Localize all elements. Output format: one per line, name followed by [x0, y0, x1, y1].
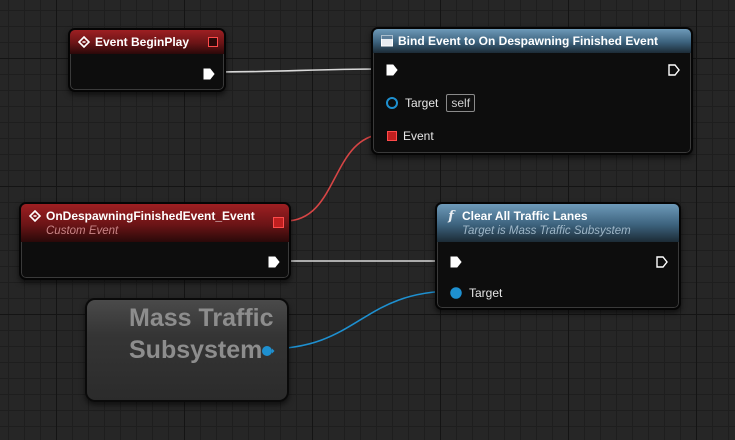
- exec-pin-icon: [203, 68, 215, 80]
- bind-event-title: Bind Event to On Despawning Finished Eve…: [398, 34, 659, 48]
- target-label: Target: [469, 286, 503, 300]
- bind-event-node[interactable]: Bind Event to On Despawning Finished Eve…: [371, 27, 693, 155]
- event-beginplay-title: Event BeginPlay: [95, 35, 190, 49]
- target-input-pin[interactable]: Target self: [385, 94, 476, 112]
- exec-wire-beginplay-to-bind: [211, 68, 386, 73]
- object-wire-subsystem-to-clear: [265, 290, 456, 350]
- delegate-pin-icon: [387, 131, 397, 141]
- exec-pin-icon: [450, 256, 462, 268]
- custom-event-node[interactable]: OnDespawningFinishedEvent_Event Custom E…: [19, 202, 291, 280]
- object-pin-filled-icon: [450, 287, 462, 299]
- event-beginplay-header[interactable]: Event BeginPlay: [70, 30, 224, 54]
- event-delegate-input-pin[interactable]: Event: [387, 129, 434, 143]
- delegate-output-pin[interactable]: [273, 217, 284, 228]
- event-diamond-icon: [78, 36, 90, 48]
- event-beginplay-node[interactable]: Event BeginPlay: [68, 28, 226, 92]
- event-diamond-icon: [29, 210, 41, 222]
- bind-event-header[interactable]: Bind Event to On Despawning Finished Eve…: [373, 29, 691, 53]
- object-output-pin[interactable]: [261, 344, 275, 358]
- clear-all-traffic-lanes-node[interactable]: f Clear All Traffic Lanes Target is Mass…: [435, 202, 681, 310]
- exec-pin-icon: [386, 64, 398, 76]
- clear-lanes-title: Clear All Traffic Lanes: [462, 209, 588, 223]
- mass-traffic-subsystem-node[interactable]: Mass Traffic Subsystem: [85, 298, 289, 402]
- exec-output-pin[interactable]: [667, 63, 681, 77]
- exec-output-pin[interactable]: [267, 255, 281, 269]
- exec-output-pin[interactable]: [655, 255, 669, 269]
- exec-pin-hollow-icon: [668, 64, 680, 76]
- custom-event-title: OnDespawningFinishedEvent_Event: [46, 209, 255, 223]
- object-pin-hollow-icon: [386, 97, 398, 109]
- exec-pin-hollow-icon: [656, 256, 668, 268]
- clear-lanes-header[interactable]: f Clear All Traffic Lanes Target is Mass…: [437, 204, 679, 242]
- delegate-output-pin[interactable]: [208, 37, 218, 47]
- exec-input-pin[interactable]: [449, 255, 463, 269]
- exec-output-pin[interactable]: [202, 67, 216, 81]
- exec-pin-icon: [268, 256, 280, 268]
- target-default-value[interactable]: self: [446, 94, 476, 112]
- custom-event-subtitle: Custom Event: [46, 225, 119, 237]
- exec-input-pin[interactable]: [385, 63, 399, 77]
- target-label: Target: [405, 96, 439, 110]
- function-icon: f: [448, 209, 454, 224]
- bind-window-icon: [381, 35, 393, 47]
- target-input-pin[interactable]: Target: [449, 286, 502, 300]
- clear-lanes-subtitle: Target is Mass Traffic Subsystem: [462, 225, 631, 237]
- mass-traffic-subsystem-title: Mass Traffic Subsystem: [129, 304, 274, 364]
- event-label: Event: [403, 129, 434, 143]
- custom-event-header[interactable]: OnDespawningFinishedEvent_Event Custom E…: [21, 204, 289, 242]
- object-pin-filled-icon: [262, 346, 275, 356]
